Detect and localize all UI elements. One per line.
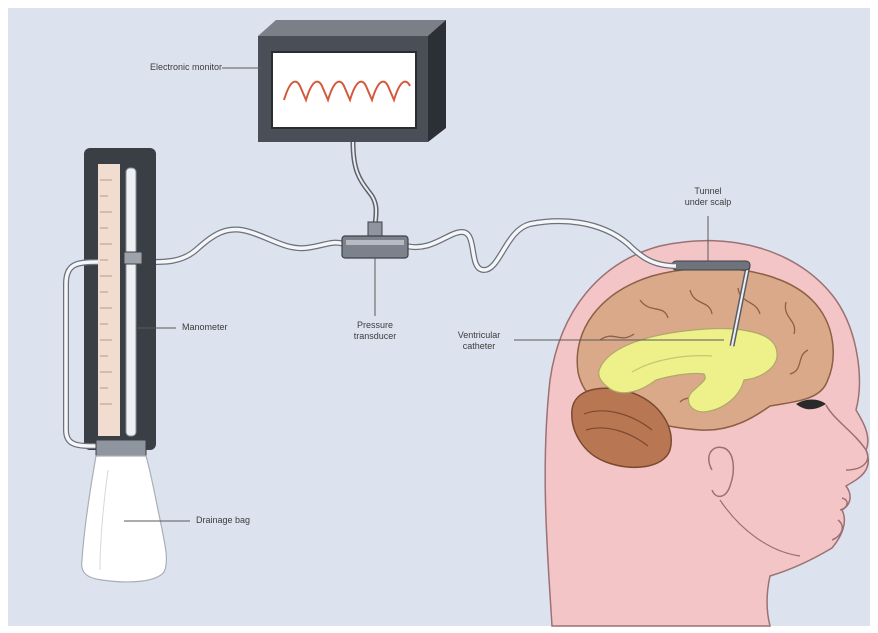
manometer-tube [126, 168, 136, 436]
label-catheter-line-2: catheter [446, 341, 512, 352]
label-transducer-line-2: transducer [340, 331, 410, 342]
monitor-top-face [258, 20, 446, 36]
label-manometer: Manometer [182, 322, 228, 333]
label-tunnel-line-2: under scalp [672, 197, 744, 208]
label-ventricular-catheter: Ventricular catheter [446, 330, 512, 352]
manometer [84, 148, 156, 450]
electronic-monitor [258, 20, 446, 142]
label-pressure-transducer: Pressure transducer [340, 320, 410, 342]
monitor-side-face [428, 20, 446, 142]
label-catheter-line-1: Ventricular [446, 330, 512, 341]
bag-hanger [96, 440, 146, 458]
label-drainage-bag: Drainage bag [196, 515, 250, 526]
label-electronic-monitor: Electronic monitor [150, 62, 222, 73]
manometer-stopcock [124, 252, 142, 264]
manometer-scale [98, 164, 120, 436]
label-transducer-line-1: Pressure [340, 320, 410, 331]
label-tunnel-line-1: Tunnel [672, 186, 744, 197]
tunnel-under-scalp [672, 261, 750, 270]
transducer-body [342, 236, 408, 258]
label-tunnel-under-scalp: Tunnel under scalp [672, 186, 744, 208]
transducer-sheen [346, 240, 404, 245]
monitor-screen [272, 52, 416, 128]
